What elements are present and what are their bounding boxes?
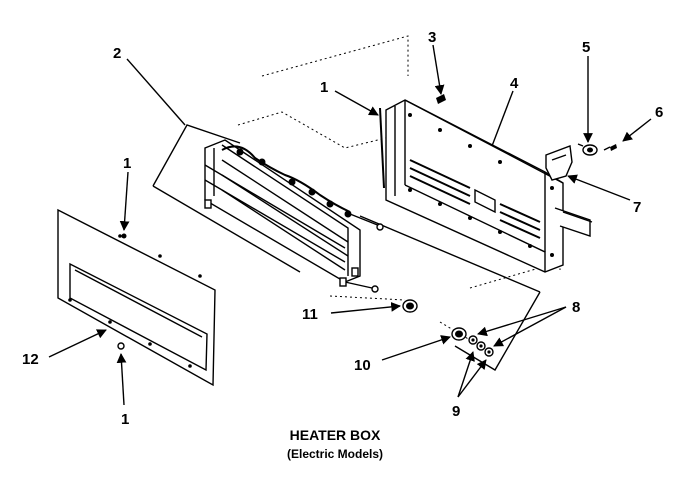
callout-1-panel-bottom: 1 <box>121 411 129 428</box>
gasket-part <box>379 107 385 189</box>
knob-part <box>402 299 418 313</box>
knob-part-b <box>451 327 467 341</box>
heater-element-assembly <box>204 139 384 293</box>
callout-4: 4 <box>510 75 519 92</box>
callout-6: 6 <box>655 104 663 121</box>
callout-12: 12 <box>22 351 39 368</box>
nuts-washers <box>468 335 494 357</box>
callout-5: 5 <box>582 39 590 56</box>
switch-bracket-part <box>545 145 573 181</box>
callout-1-panel-top: 1 <box>123 155 131 172</box>
limit-switch-part <box>577 143 598 156</box>
callout-labels: 2 3 4 1 5 6 7 1 12 1 11 10 8 9 <box>22 29 663 428</box>
panel-screws <box>117 233 127 350</box>
diagram-subtitle: (Electric Models) <box>287 447 383 461</box>
callout-10: 10 <box>354 357 371 374</box>
callout-7: 7 <box>633 199 641 216</box>
switch-screw-part <box>603 144 617 151</box>
callout-11: 11 <box>302 306 318 323</box>
screw-part <box>436 94 446 104</box>
diagram-title: HEATER BOX <box>290 427 381 443</box>
front-panel <box>57 208 216 387</box>
callout-8: 8 <box>572 299 580 316</box>
callout-9: 9 <box>452 403 460 420</box>
callout-3: 3 <box>428 29 436 46</box>
callout-1-gasket: 1 <box>320 79 328 96</box>
heater-box-housing <box>385 99 593 273</box>
callout-2: 2 <box>113 45 121 62</box>
leader-lines <box>48 44 652 406</box>
